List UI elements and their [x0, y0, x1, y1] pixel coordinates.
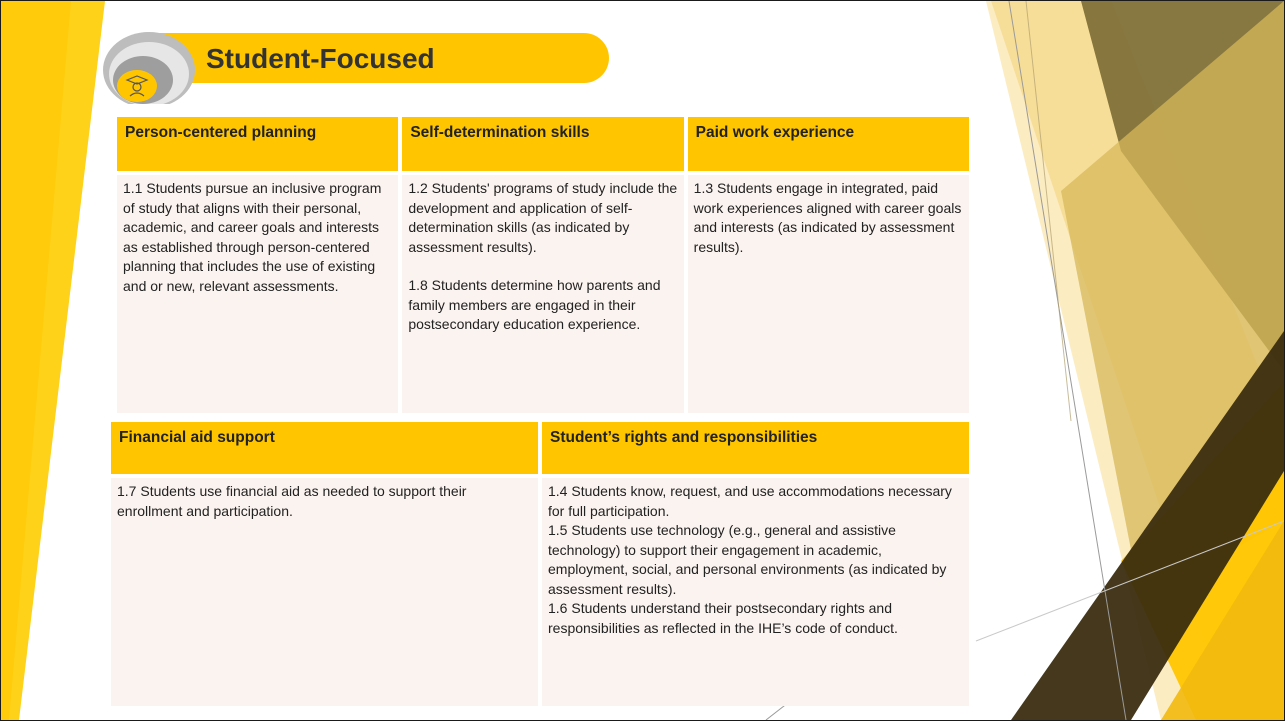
header-self-determination-skills: Self-determination skills: [402, 117, 684, 171]
right-facet-dark: [1011, 331, 1284, 720]
page-title: Student-Focused: [206, 43, 435, 74]
title-banner: [151, 33, 609, 83]
standard-text: 1.6 Students understand their postsecond…: [548, 600, 898, 636]
cell-students-rights-responsibilities: 1.4 Students know, request, and use acco…: [542, 478, 969, 706]
cell-person-centered-planning: 1.1 Students pursue an inclusive program…: [117, 175, 399, 413]
standard-text: 1.7 Students use financial aid as needed…: [117, 483, 467, 519]
header-person-centered-planning: Person-centered planning: [117, 117, 399, 171]
standard-text: 1.1 Students pursue an inclusive program…: [123, 180, 382, 294]
standard-text: 1.5 Students use technology (e.g., gener…: [548, 522, 947, 597]
header-students-rights-responsibilities: Student’s rights and responsibilities: [542, 422, 969, 474]
standard-text: 1.4 Students know, request, and use acco…: [548, 483, 952, 519]
table-header-row: Person-centered planning Self-determinat…: [117, 117, 969, 171]
standard-text: 1.8 Students determine how parents and f…: [408, 277, 661, 332]
table-header-row: Financial aid support Student’s rights a…: [111, 422, 969, 474]
table-row: 1.1 Students pursue an inclusive program…: [117, 175, 969, 413]
standard-text: 1.3 Students engage in integrated, paid …: [693, 180, 962, 255]
header-financial-aid-support: Financial aid support: [111, 422, 538, 474]
top-standards-table: Person-centered planning Self-determinat…: [113, 113, 973, 417]
table-row: 1.7 Students use financial aid as needed…: [111, 478, 969, 706]
right-facet-gold: [1161, 521, 1284, 720]
cell-paid-work-experience: 1.3 Students engage in integrated, paid …: [687, 175, 969, 413]
graduate-student-icon: [103, 32, 195, 104]
header-paid-work-experience: Paid work experience: [687, 117, 969, 171]
cell-self-determination-skills: 1.2 Students' programs of study include …: [402, 175, 684, 413]
bottom-standards-table: Financial aid support Student’s rights a…: [107, 418, 973, 710]
standard-text: 1.2 Students' programs of study include …: [408, 180, 678, 255]
cell-financial-aid-support: 1.7 Students use financial aid as needed…: [111, 478, 538, 706]
